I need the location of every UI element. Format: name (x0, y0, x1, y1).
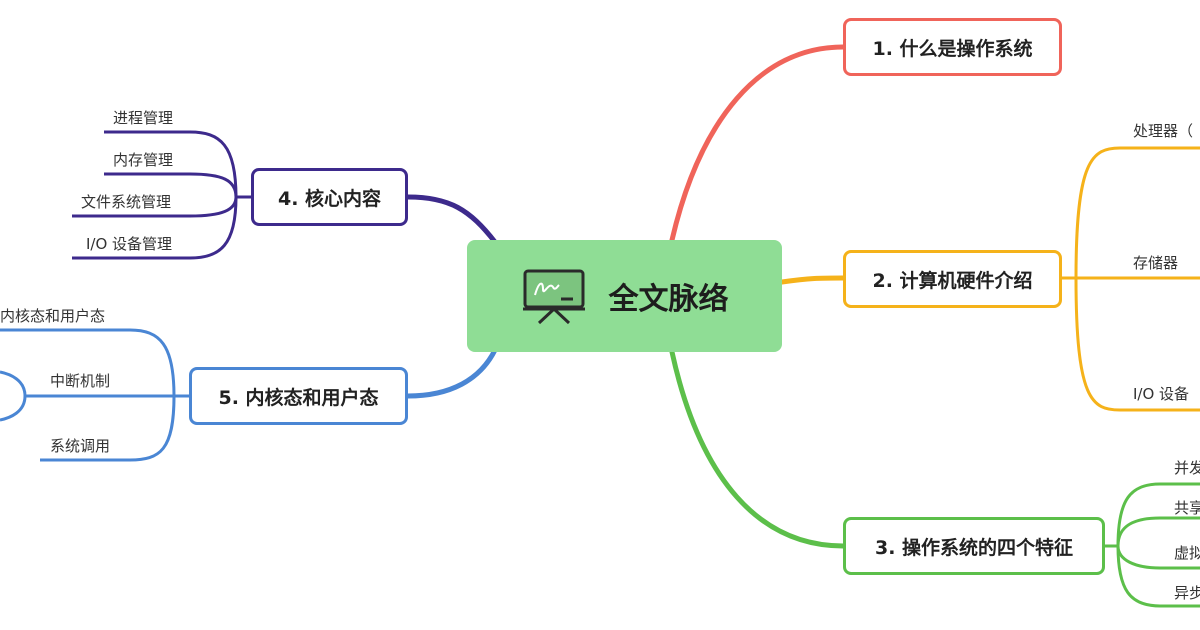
subtopic-filesystem-management[interactable]: 文件系统管理 (81, 193, 172, 211)
topic-kernel-user-mode[interactable]: 5. 内核态和用户态 (189, 367, 408, 425)
connector-b5-grandchild (0, 370, 27, 422)
connector-b5-child-3 (40, 395, 176, 462)
topic-label: 2. 计算机硬件介绍 (872, 269, 1033, 292)
central-topic[interactable]: 全文脉络 (467, 240, 782, 352)
connector-b3-child-1 (1116, 482, 1200, 547)
connector-b4-child-2 (104, 172, 238, 198)
connector-branch-5 (405, 347, 498, 399)
subtopic-virtual[interactable]: 虚拟 (1174, 544, 1200, 562)
topic-label: 3. 操作系统的四个特征 (874, 536, 1074, 559)
subtopic-memory-management[interactable]: 内存管理 (113, 151, 174, 169)
topic-hardware[interactable]: 2. 计算机硬件介绍 (843, 250, 1062, 308)
connector-b4-child-1 (104, 130, 238, 198)
subtopic-process-management[interactable]: 进程管理 (113, 109, 174, 127)
connector-b2-child-3 (1074, 277, 1200, 412)
subtopic-processor[interactable]: 处理器（ (1133, 122, 1194, 140)
connector-b4-child-4 (72, 196, 238, 260)
connector-branch-3 (669, 349, 846, 549)
central-title: 全文脉络 (608, 282, 729, 317)
subtopic-memory[interactable]: 存储器 (1133, 254, 1179, 272)
connector-branch-1 (669, 44, 846, 243)
topic-what-is-os[interactable]: 1. 什么是操作系统 (843, 18, 1062, 76)
subtopic-system-call[interactable]: 系统调用 (50, 437, 111, 455)
presentation-board-icon (522, 269, 585, 325)
subtopic-kernel-user-mode[interactable]: 内核态和用户态 (0, 307, 106, 325)
subtopic-io-management[interactable]: I/O 设备管理 (86, 235, 173, 253)
connector-branch-2 (779, 275, 846, 285)
connector-b3-child-2 (1116, 516, 1200, 547)
topic-label: 5. 内核态和用户态 (218, 386, 379, 409)
topic-core-content[interactable]: 4. 核心内容 (251, 168, 408, 226)
connector-b5-child-1 (0, 328, 176, 397)
subtopic-sharing[interactable]: 共享 (1174, 499, 1200, 517)
topic-label: 1. 什么是操作系统 (872, 37, 1033, 60)
subtopic-concurrency[interactable]: 并发 (1174, 459, 1200, 477)
connector-b3-child-4 (1116, 545, 1200, 608)
subtopic-interrupt[interactable]: 中断机制 (50, 372, 111, 390)
subtopic-io-device[interactable]: I/O 设备 (1133, 385, 1190, 403)
connector-branch-4 (405, 194, 498, 245)
topic-label: 4. 核心内容 (277, 187, 382, 210)
connector-b2-child-1 (1074, 146, 1200, 279)
subtopic-async[interactable]: 异步 (1174, 584, 1200, 602)
topic-four-features[interactable]: 3. 操作系统的四个特征 (843, 517, 1105, 575)
